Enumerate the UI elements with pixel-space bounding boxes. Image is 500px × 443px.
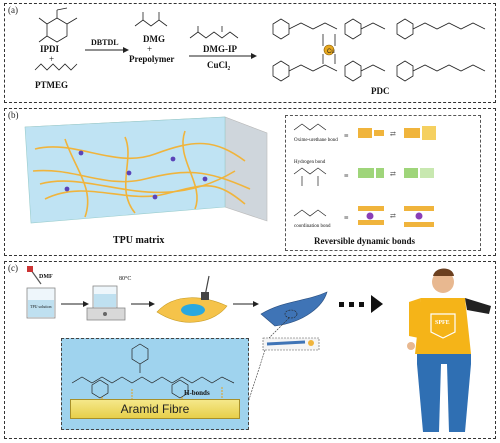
aramid-interface-zoom: H-bonds Aramid Fibre <box>61 338 249 430</box>
prepolymer-label: Prepolymer <box>129 54 175 64</box>
shirt-logo-text: SPFE <box>435 320 450 326</box>
svg-text:⇄: ⇄ <box>390 212 396 220</box>
ipdi-label: IPDI <box>40 44 60 54</box>
ptmeg-label: PTMEG <box>35 80 68 90</box>
svg-text:≡: ≡ <box>344 213 349 222</box>
cucl2-label: CuCl₂ <box>207 60 231 70</box>
panel-a-label: (a) <box>8 5 18 15</box>
svg-text:⇄: ⇄ <box>390 170 396 178</box>
tpu-solution-label: TPU solution <box>30 304 52 309</box>
svg-text:≡: ≡ <box>344 171 349 180</box>
panel-a-synthesis: (a) <box>4 3 496 103</box>
composite-sheet-icon <box>260 291 328 327</box>
reversible-bonds-box: ≡ ≡ ≡ ⇄ ⇄ ⇄ Oxime-urethane bond Hydrog <box>285 115 481 251</box>
tpu-matrix-illustration <box>24 116 268 224</box>
reversible-bonds-label: Reversible dynamic bonds <box>314 236 416 246</box>
dmg-structure <box>134 12 168 27</box>
panel-c-label: (c) <box>8 263 18 273</box>
pdc-structure <box>272 18 486 82</box>
plus-1: + <box>49 54 55 64</box>
person-figure <box>407 268 491 432</box>
svg-text:≡: ≡ <box>344 131 349 140</box>
ipdi-structure <box>38 7 78 43</box>
panel-b-label: (b) <box>8 110 19 120</box>
casting-fabric-icon <box>156 275 228 323</box>
crosslink-markers <box>64 150 208 200</box>
polymer-fibres <box>32 130 251 218</box>
hot-plate-icon <box>86 285 126 321</box>
pdc-label: PDC <box>371 86 390 96</box>
dropper-icon <box>27 266 42 285</box>
dmg-ip-structure <box>189 26 239 39</box>
dmf-label: DMF <box>39 274 53 280</box>
beaker-icon <box>26 287 56 319</box>
dbtdl-label: DBTDL <box>91 38 119 47</box>
bond-schemes: ≡ ≡ ≡ ⇄ ⇄ ⇄ <box>293 123 436 227</box>
plus-2: + <box>147 44 153 54</box>
bond-label-oxime: Oxime-urethane bond <box>294 138 338 143</box>
synthesis-scheme: Cu <box>34 7 486 82</box>
dotted-arrow-icon <box>339 295 383 313</box>
panel-c-fabrication: (c) <box>4 261 496 439</box>
svg-text:⇄: ⇄ <box>390 130 396 138</box>
aramid-fibre-bar: Aramid Fibre <box>70 399 240 419</box>
fabrication-process <box>26 266 491 432</box>
svg-text:Cu: Cu <box>327 49 335 55</box>
panel-b-network: (b) TPU matrix <box>4 108 496 256</box>
bond-label-hydrogen: Hydrogen bond <box>294 160 326 165</box>
dmg-label: DMG <box>143 34 165 44</box>
dmg-ip-label: DMG-IP <box>203 44 237 54</box>
h-bonds-label: H-bonds <box>184 389 210 397</box>
bond-label-coordination: coordination bond <box>294 224 331 229</box>
ptmeg-structure <box>34 63 78 71</box>
copper-center-icon <box>323 44 335 56</box>
temperature-label: 80°C <box>119 276 132 282</box>
tpu-matrix-label: TPU matrix <box>113 235 165 246</box>
